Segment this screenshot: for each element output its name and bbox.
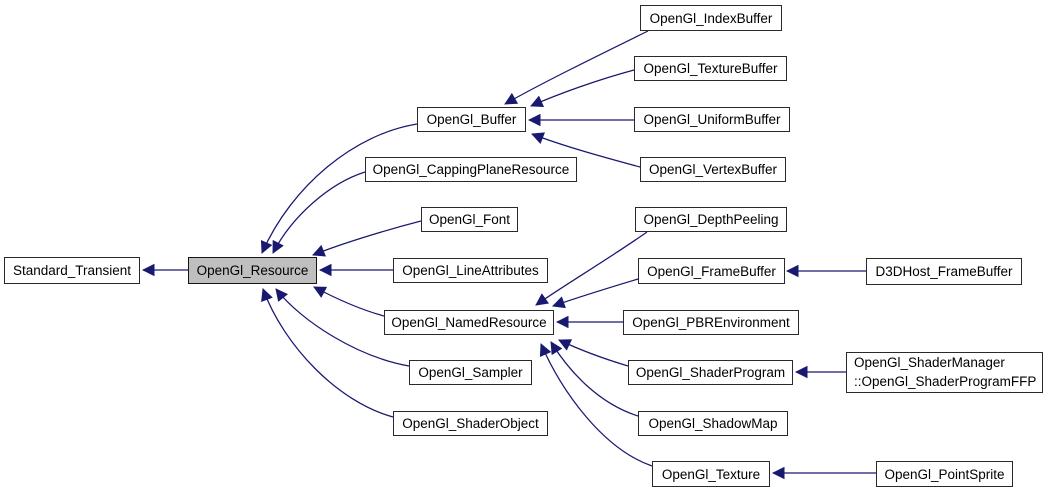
edge-indexbuffer-to-buffer	[504, 30, 649, 105]
node-opengl-uniformbuffer[interactable]: OpenGl_UniformBuffer	[634, 107, 790, 132]
node-opengl-shaderprogram[interactable]: OpenGl_ShaderProgram	[628, 360, 793, 385]
node-opengl-buffer[interactable]: OpenGl_Buffer	[417, 107, 526, 132]
edge-cappingplaneresource-to-resource	[272, 171, 366, 254]
node-opengl-vertexbuffer[interactable]: OpenGl_VertexBuffer	[640, 157, 786, 182]
node-label-line2: ::OpenGl_ShaderProgramFFP	[854, 373, 1037, 389]
node-opengl-shadowmap[interactable]: OpenGl_ShadowMap	[638, 411, 788, 436]
node-opengl-font[interactable]: OpenGl_Font	[421, 207, 518, 232]
edge-depthpeeling-to-namedresource	[535, 231, 648, 306]
node-d3dhost-framebuffer[interactable]: D3DHost_FrameBuffer	[866, 258, 1022, 285]
edge-sampler-to-resource	[275, 288, 410, 367]
node-opengl-depthpeeling[interactable]: OpenGl_DepthPeeling	[635, 207, 787, 232]
node-opengl-texturebuffer[interactable]: OpenGl_TextureBuffer	[634, 56, 787, 81]
node-opengl-indexbuffer[interactable]: OpenGl_IndexBuffer	[640, 5, 782, 31]
node-opengl-lineattributes[interactable]: OpenGl_LineAttributes	[393, 258, 548, 283]
node-opengl-pointsprite[interactable]: OpenGl_PointSprite	[876, 461, 1013, 487]
node-opengl-sampler[interactable]: OpenGl_Sampler	[409, 360, 532, 385]
node-opengl-shaderobject[interactable]: OpenGl_ShaderObject	[393, 411, 548, 436]
edge-namedresource-to-resource	[313, 286, 385, 317]
edge-shadowmap-to-namedresource	[550, 341, 639, 417]
node-standard-transient[interactable]: Standard_Transient	[4, 257, 140, 284]
edge-shaderprogram-to-namedresource	[558, 339, 629, 367]
node-label-line1: OpenGl_ShaderManager	[854, 355, 1005, 371]
edge-font-to-resource	[312, 220, 422, 257]
edge-shaderobject-to-resource	[261, 288, 394, 418]
edge-texture-to-namedresource	[539, 343, 653, 467]
node-opengl-resource: OpenGl_Resource	[188, 257, 317, 284]
edge-framebuffer-to-namedresource	[552, 278, 639, 309]
node-opengl-pbrenvironment[interactable]: OpenGl_PBREnvironment	[623, 310, 799, 335]
node-opengl-cappingplaneresource[interactable]: OpenGl_CappingPlaneResource	[365, 157, 577, 182]
node-opengl-namedresource[interactable]: OpenGl_NamedResource	[384, 310, 554, 335]
edge-vertexbuffer-to-buffer	[531, 132, 641, 168]
node-opengl-framebuffer[interactable]: OpenGl_FrameBuffer	[638, 258, 785, 284]
edge-texturebuffer-to-buffer	[530, 69, 635, 108]
node-opengl-shaderprogramffp[interactable]: OpenGl_ShaderManager ::OpenGl_ShaderProg…	[846, 352, 1043, 393]
edge-buffer-to-resource	[260, 123, 418, 254]
node-opengl-texture[interactable]: OpenGl_Texture	[652, 461, 770, 487]
